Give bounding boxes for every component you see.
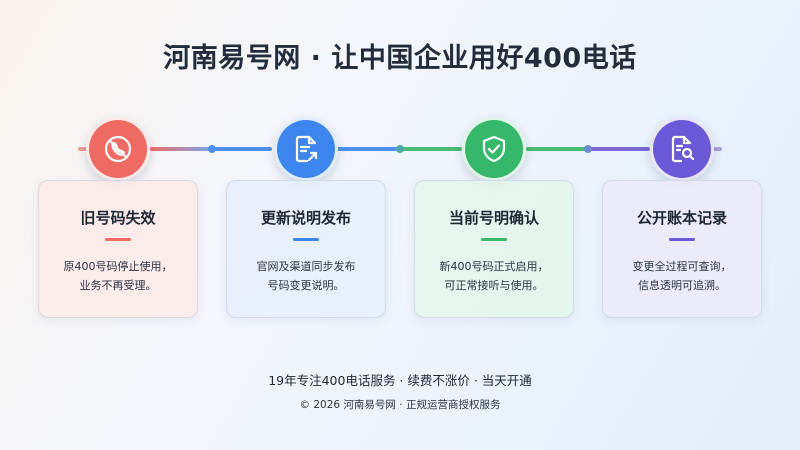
timeline-dot [396,145,404,153]
step-accent-bar [105,238,131,241]
document-search-icon [671,135,695,163]
footer-copyright: © 2026 河南易号网 · 正规运营商授权服务 [299,399,501,411]
step-card-3: 当前号明确认 新400号码正式启用， 可正常接听与使用。 [414,180,574,318]
step-accent-bar [293,238,319,241]
step-2-circle [274,117,338,181]
timeline-segment [526,147,588,151]
step-title: 当前号明确认 [448,209,539,227]
step-card-1: 旧号码失效 原400号码停止使用， 业务不再受理。 [38,180,198,318]
timeline-segment [150,147,212,151]
step-accent-bar [481,238,507,241]
document-share-icon [295,135,318,163]
footer-slogan: 19年专注400电话服务 · 续费不涨价 · 当天开通 [268,373,532,388]
shield-check-icon [482,135,506,163]
timeline-dot [208,145,216,153]
step-description: 新400号码正式启用， 可正常接听与使用。 [439,260,549,292]
step-1-circle [86,117,150,181]
no-phone-icon [104,135,132,163]
step-title: 更新说明发布 [260,209,351,227]
step-description: 原400号码停止使用， 业务不再受理。 [63,260,173,292]
step-accent-bar [669,238,695,241]
step-description: 官网及渠道同步发布 号码变更说明。 [256,260,356,292]
step-3-circle [462,117,526,181]
step-title: 公开账本记录 [636,209,727,227]
timeline-segment [212,147,272,151]
step-4-circle [650,117,714,181]
timeline-segment [336,147,400,151]
timeline-segment [400,147,462,151]
step-description: 变更全过程可查询， 信息透明可追溯。 [632,260,732,292]
step-title: 旧号码失效 [80,209,156,227]
step-card-2: 更新说明发布 官网及渠道同步发布 号码变更说明。 [226,180,386,318]
timeline [0,117,800,181]
page-title: 河南易号网 · 让中国企业用好400电话 [163,43,637,74]
timeline-segment [588,147,650,151]
step-card-4: 公开账本记录 变更全过程可查询， 信息透明可追溯。 [602,180,762,318]
timeline-dot [584,145,592,153]
